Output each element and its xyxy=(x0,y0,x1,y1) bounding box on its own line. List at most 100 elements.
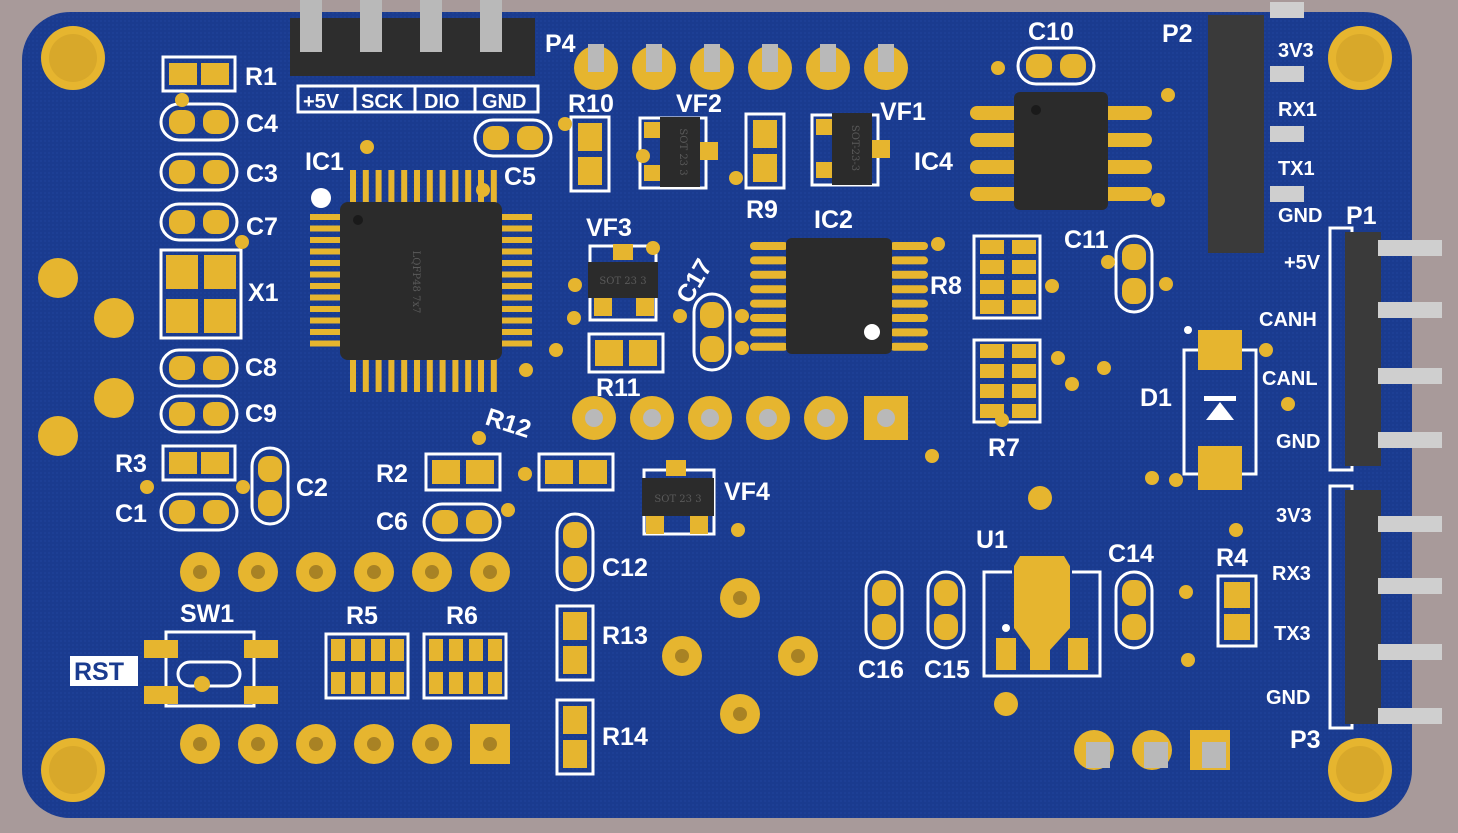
c14: C14 xyxy=(1108,540,1154,650)
r1-label: R1 xyxy=(245,63,277,91)
p4-pin-label: GND xyxy=(482,91,526,113)
c5-label: C5 xyxy=(504,163,536,191)
via xyxy=(991,61,1005,75)
via xyxy=(1097,361,1111,375)
p2-pin-label: GND xyxy=(1278,205,1322,227)
d1-diode: D1 xyxy=(1140,326,1258,490)
vf1-package-mark: SOT-23-3 xyxy=(849,125,860,171)
c5: C5 xyxy=(473,118,553,191)
vf2-sot23: SOT 23 3 VF2 xyxy=(638,90,722,190)
via xyxy=(472,431,486,445)
via xyxy=(1169,473,1183,487)
r8-array: R8 xyxy=(930,234,1042,320)
via xyxy=(1181,653,1195,667)
c10-label: C10 xyxy=(1028,18,1074,46)
via xyxy=(140,480,154,494)
c11: C11 xyxy=(1064,226,1154,314)
via xyxy=(519,363,533,377)
c6: C6 xyxy=(376,502,502,542)
ic1-lqfp48: LQFP48 7x7 IC1 xyxy=(305,148,532,392)
rst-label: RST xyxy=(74,658,124,686)
p2-pin-label: 3V3 xyxy=(1278,40,1314,62)
c6-label: C6 xyxy=(376,508,408,536)
via xyxy=(501,503,515,517)
p2-label: P2 xyxy=(1162,20,1193,48)
r4-label: R4 xyxy=(1216,544,1248,572)
vf3-label: VF3 xyxy=(586,214,632,242)
via xyxy=(925,449,939,463)
vf4-label: VF4 xyxy=(724,478,770,506)
p1-pin-label: GND xyxy=(1276,431,1320,453)
ic4-label: IC4 xyxy=(914,148,953,176)
u1-label: U1 xyxy=(976,526,1008,554)
bottom-right-3pin xyxy=(1074,730,1230,770)
r9: R9 xyxy=(744,112,786,224)
r13: R13 xyxy=(555,604,648,682)
via xyxy=(1159,277,1173,291)
via xyxy=(476,183,490,197)
p1-label: P1 xyxy=(1346,202,1377,230)
bottom-left-pin-rows xyxy=(180,552,510,764)
via xyxy=(1051,351,1065,365)
c16: C16 xyxy=(858,570,904,684)
p2-pin-label: RX1 xyxy=(1278,99,1317,121)
vias xyxy=(140,61,1295,667)
vf2-label: VF2 xyxy=(676,90,722,118)
p3-label: P3 xyxy=(1290,726,1321,754)
ic2-soic16: IC2 xyxy=(750,206,928,354)
via xyxy=(568,278,582,292)
via xyxy=(175,93,189,107)
p3-pin-label: 3V3 xyxy=(1276,505,1312,527)
c8-label: C8 xyxy=(245,354,277,382)
c12: C12 xyxy=(555,512,648,592)
header-p1: +5V CANH CANL GND P1 xyxy=(1259,202,1442,472)
d1-label: D1 xyxy=(1140,384,1172,412)
p4-pin-label: SCK xyxy=(361,91,404,113)
via xyxy=(1161,88,1175,102)
r13-label: R13 xyxy=(602,622,648,650)
left-passives: R1 C4 C3 C7 X1 C8 C9 R3 C1 C2 xyxy=(115,55,328,532)
via xyxy=(518,467,532,481)
r5-array: R5 xyxy=(324,602,410,700)
c10: C10 xyxy=(1016,18,1096,86)
via xyxy=(735,341,749,355)
vf1-sot23: SOT-23-3 VF1 xyxy=(810,98,926,187)
r3-label: R3 xyxy=(115,450,147,478)
via xyxy=(567,311,581,325)
c4-label: C4 xyxy=(246,110,278,138)
via xyxy=(1101,255,1115,269)
r6-label: R6 xyxy=(446,602,478,630)
c15: C15 xyxy=(924,570,970,684)
sw1-reset-switch[interactable]: SW1 RST xyxy=(70,600,278,708)
via xyxy=(646,241,660,255)
r6-array: R6 xyxy=(422,602,508,700)
r7-label: R7 xyxy=(988,434,1020,462)
p3-pin-label: GND xyxy=(1266,687,1310,709)
via xyxy=(549,343,563,357)
via xyxy=(1179,585,1193,599)
header-p3: 3V3 RX3 TX3 GND P3 xyxy=(1266,484,1442,754)
via xyxy=(673,309,687,323)
via xyxy=(731,523,745,537)
c9-label: C9 xyxy=(245,400,277,428)
via xyxy=(931,237,945,251)
r4: R4 xyxy=(1216,544,1258,648)
vf4-sot23: SOT 23 3 VF4 xyxy=(642,460,770,536)
mounting-holes xyxy=(41,26,1392,802)
x1-label: X1 xyxy=(248,279,279,307)
vf2-package-mark: SOT 23 3 xyxy=(677,128,688,175)
vf3-package-mark: SOT 23 3 xyxy=(599,276,646,287)
ic1-package-mark: LQFP48 7x7 xyxy=(410,251,421,314)
r14: R14 xyxy=(555,698,648,776)
via xyxy=(236,480,250,494)
ic1-label: IC1 xyxy=(305,148,344,176)
via xyxy=(235,235,249,249)
via xyxy=(1145,471,1159,485)
c11-label: C11 xyxy=(1064,226,1109,254)
via xyxy=(735,309,749,323)
ic2-label: IC2 xyxy=(814,206,853,234)
via xyxy=(1229,523,1243,537)
c14-label: C14 xyxy=(1108,540,1154,568)
r11-label: R11 xyxy=(596,374,641,402)
